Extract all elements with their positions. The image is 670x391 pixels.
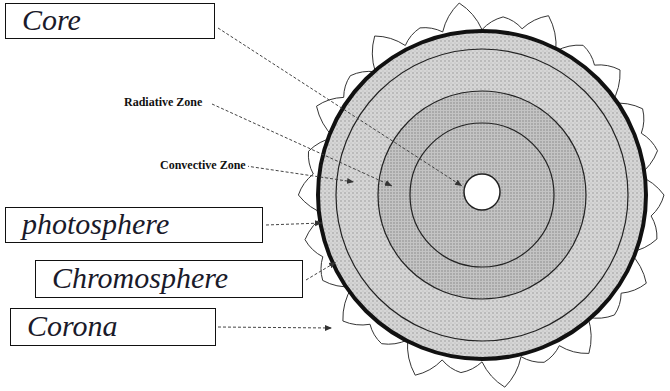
handwritten-label: photosphere	[22, 209, 262, 239]
leader-line	[218, 327, 332, 328]
label-box: photosphere	[5, 207, 263, 243]
leader-line	[246, 166, 354, 182]
core-boundary	[410, 123, 554, 267]
corona-outline	[298, 3, 664, 387]
leader-line	[212, 104, 392, 186]
leader-line	[266, 223, 322, 225]
label-box: Corona	[10, 308, 216, 346]
core-circle	[464, 174, 500, 210]
part-label: Radiative Zone	[122, 95, 204, 110]
part-label: Convective Zone	[158, 158, 248, 173]
convective-boundary	[336, 49, 628, 341]
label-box: Core	[5, 3, 215, 39]
handwritten-label: Corona	[27, 311, 215, 341]
handwritten-label: Chromosphere	[52, 263, 302, 293]
leader-line	[306, 262, 336, 280]
handwritten-label: Core	[22, 5, 214, 35]
label-box: Chromosphere	[35, 260, 303, 298]
radiative-boundary	[378, 91, 586, 299]
photosphere-ring	[318, 31, 646, 359]
